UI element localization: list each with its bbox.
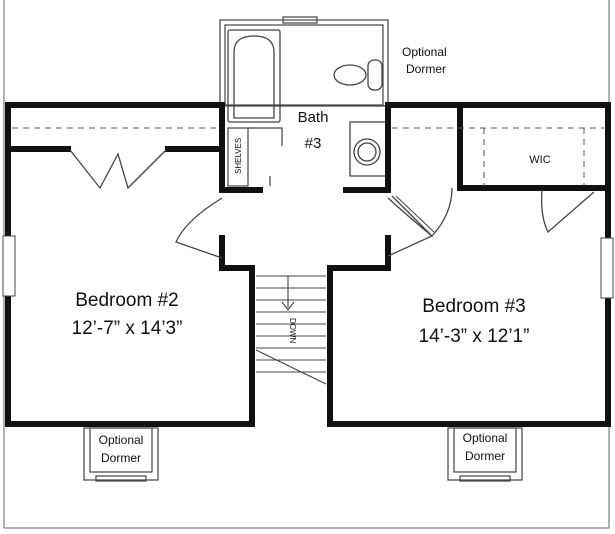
dormer-bottom-left <box>83 427 159 482</box>
dormer-right-line2: Dormer <box>465 449 505 463</box>
door-swing-bedroom3 <box>387 197 434 257</box>
dormer-bottom-right <box>447 427 523 482</box>
closet-door-bedroom3 <box>391 187 453 237</box>
bedroom3-name: Bedroom #3 <box>422 296 526 317</box>
sink-icon <box>333 64 367 86</box>
wic-door <box>540 189 595 234</box>
stairs <box>255 275 327 385</box>
window-right <box>600 237 614 299</box>
bathtub <box>227 29 281 123</box>
stairs-label: DOWN <box>288 318 297 344</box>
toilet-tank-icon <box>367 59 383 91</box>
bedroom2-size: 12’-7” x 14’3” <box>72 318 183 339</box>
bath-name: Bath <box>298 109 329 126</box>
bath-bump <box>219 16 389 107</box>
wic-label: WIC <box>529 154 550 166</box>
bedroom2-name: Bedroom #2 <box>75 290 179 311</box>
outer-boundary <box>3 0 610 529</box>
bath-partition <box>248 127 283 186</box>
window-left <box>2 235 16 297</box>
walls <box>5 102 611 427</box>
dormer-top-line2: Dormer <box>406 62 446 76</box>
shower-stall <box>349 121 387 177</box>
bedroom3-size: 14’-3” x 12’1” <box>419 326 530 347</box>
closet-door-bedroom2 <box>69 149 167 190</box>
dormer-left-line1: Optional <box>99 433 144 447</box>
shelves-label: SHELVES <box>234 138 243 174</box>
dormer-right-line1: Optional <box>463 431 508 445</box>
dormer-left-line2: Dormer <box>101 451 141 465</box>
dormer-top-line1: Optional <box>402 45 447 59</box>
bath-number: #3 <box>305 135 322 152</box>
shelves-box <box>227 127 249 187</box>
door-swing-bedroom2 <box>175 197 223 259</box>
wic-dashed <box>483 128 585 186</box>
